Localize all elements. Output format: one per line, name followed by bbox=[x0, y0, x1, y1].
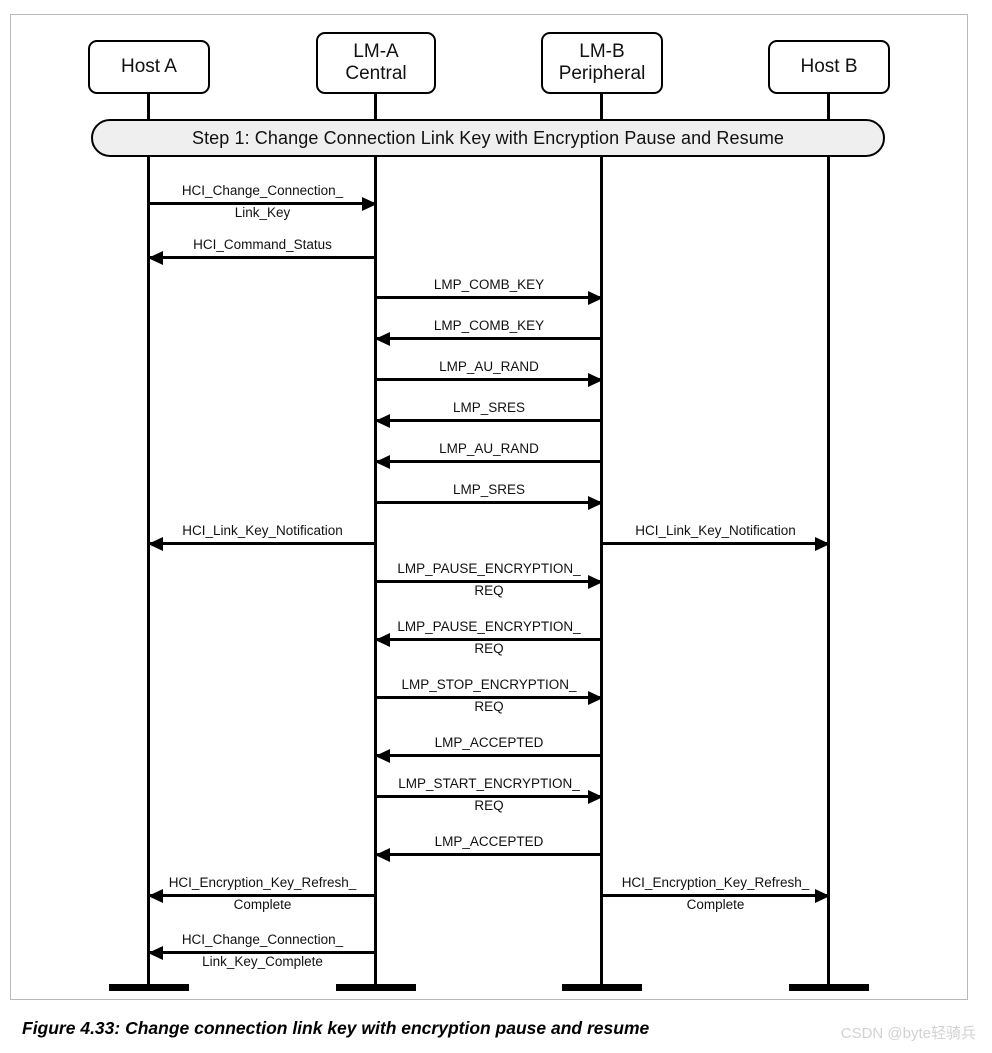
arrow-head-icon bbox=[588, 690, 603, 705]
arrow-head-icon bbox=[588, 574, 603, 589]
message-line bbox=[376, 754, 602, 757]
message-label-line2: Link_Key bbox=[234, 205, 291, 220]
message-line bbox=[376, 460, 602, 463]
message-line bbox=[376, 580, 602, 583]
message-line bbox=[376, 501, 602, 504]
message-label-line1: HCI_Link_Key_Notification bbox=[182, 522, 343, 538]
arrow-head-icon bbox=[148, 888, 163, 903]
actor-label-line1: LM-B bbox=[579, 40, 625, 62]
message-label-line1: HCI_Link_Key_Notification bbox=[635, 522, 796, 538]
message-label-line1: LMP_COMB_KEY bbox=[433, 317, 545, 333]
lifeline-base-host-a bbox=[109, 984, 189, 991]
actor-label-line1: Host B bbox=[800, 55, 858, 77]
message-line bbox=[149, 894, 376, 897]
message-label-line1: HCI_Change_Connection_ bbox=[181, 931, 344, 947]
message-line bbox=[376, 853, 602, 856]
watermark: CSDN @byte轻骑兵 bbox=[840, 1025, 976, 1042]
sequence-diagram: Host A LM-A Central LM-B Peripheral Host… bbox=[88, 32, 890, 991]
message-line bbox=[376, 638, 602, 641]
actor-label-line1: Host A bbox=[121, 55, 177, 77]
message-line bbox=[376, 337, 602, 340]
message-label-line1: LMP_AU_RAND bbox=[439, 358, 539, 374]
arrow-head-icon bbox=[588, 495, 603, 510]
arrow-head-icon bbox=[375, 454, 390, 469]
message-line bbox=[376, 795, 602, 798]
message-line bbox=[376, 696, 602, 699]
message-label-line2: REQ bbox=[474, 641, 504, 656]
arrow-head-icon bbox=[375, 847, 390, 862]
message-label-line1: HCI_Command_Status bbox=[193, 236, 332, 252]
message-label-line1: LMP_PAUSE_ENCRYPTION_ bbox=[397, 560, 581, 576]
arrow-head-icon bbox=[148, 945, 163, 960]
actor-label-line2: Central bbox=[345, 63, 407, 84]
lifeline-lm-b bbox=[600, 94, 603, 984]
message-line bbox=[149, 202, 376, 205]
message-line bbox=[149, 256, 376, 259]
message-label-line2: REQ bbox=[474, 798, 504, 813]
message-label-line1: HCI_Change_Connection_ bbox=[181, 182, 344, 198]
message-label-line1: LMP_AU_RAND bbox=[439, 440, 539, 456]
message-line bbox=[602, 542, 829, 545]
arrow-head-icon bbox=[588, 290, 603, 305]
arrow-head-icon bbox=[148, 536, 163, 551]
message-label-line1: LMP_STOP_ENCRYPTION_ bbox=[401, 676, 577, 692]
message-line bbox=[376, 378, 602, 381]
lifeline-base-lm-b bbox=[562, 984, 642, 991]
message-label-line2: Link_Key_Complete bbox=[202, 954, 323, 969]
lifeline-base-host-b bbox=[789, 984, 869, 991]
message-label-line1: LMP_PAUSE_ENCRYPTION_ bbox=[397, 618, 581, 634]
arrow-head-icon bbox=[375, 748, 390, 763]
message-label-line1: LMP_ACCEPTED bbox=[434, 734, 544, 750]
actor-box-lm-a: LM-A Central bbox=[316, 32, 436, 94]
step-banner-label: Step 1: Change Connection Link Key with … bbox=[191, 127, 785, 148]
message-label-line1: HCI_Encryption_Key_Refresh_ bbox=[621, 874, 810, 890]
actor-box-lm-b: LM-B Peripheral bbox=[541, 32, 663, 94]
message-label-line1: LMP_START_ENCRYPTION_ bbox=[398, 775, 580, 791]
message-line bbox=[376, 419, 602, 422]
message-line bbox=[376, 296, 602, 299]
lifeline-base-lm-a bbox=[336, 984, 416, 991]
message-label-line1: LMP_SRES bbox=[452, 399, 526, 415]
message-label-line2: Complete bbox=[686, 897, 745, 912]
actor-box-host-b: Host B bbox=[768, 40, 890, 94]
message-label-line1: LMP_ACCEPTED bbox=[434, 833, 544, 849]
arrow-head-icon bbox=[588, 789, 603, 804]
lifeline-lm-a bbox=[374, 94, 377, 984]
arrow-head-icon bbox=[375, 331, 390, 346]
page-border bbox=[10, 14, 968, 1000]
actor-label-line1: LM-A bbox=[353, 40, 399, 62]
message-label-line1: LMP_COMB_KEY bbox=[433, 276, 545, 292]
message-label-line2: Complete bbox=[233, 897, 292, 912]
figure-caption: Figure 4.33: Change connection link key … bbox=[22, 1018, 650, 1038]
message-label-line1: LMP_SRES bbox=[452, 481, 526, 497]
arrow-head-icon bbox=[815, 536, 830, 551]
step-banner: Step 1: Change Connection Link Key with … bbox=[91, 119, 885, 157]
message-label-line2: REQ bbox=[474, 699, 504, 714]
message-line bbox=[602, 894, 829, 897]
message-label-line1: HCI_Encryption_Key_Refresh_ bbox=[168, 874, 357, 890]
arrow-head-icon bbox=[362, 196, 377, 211]
arrow-head-icon bbox=[588, 372, 603, 387]
message-line bbox=[149, 542, 376, 545]
arrow-head-icon bbox=[815, 888, 830, 903]
arrow-head-icon bbox=[148, 250, 163, 265]
actor-label-line2: Peripheral bbox=[558, 63, 646, 84]
message-label-line2: REQ bbox=[474, 583, 504, 598]
arrow-head-icon bbox=[375, 632, 390, 647]
arrow-head-icon bbox=[375, 413, 390, 428]
actor-box-host-a: Host A bbox=[88, 40, 210, 94]
message-line bbox=[149, 951, 376, 954]
